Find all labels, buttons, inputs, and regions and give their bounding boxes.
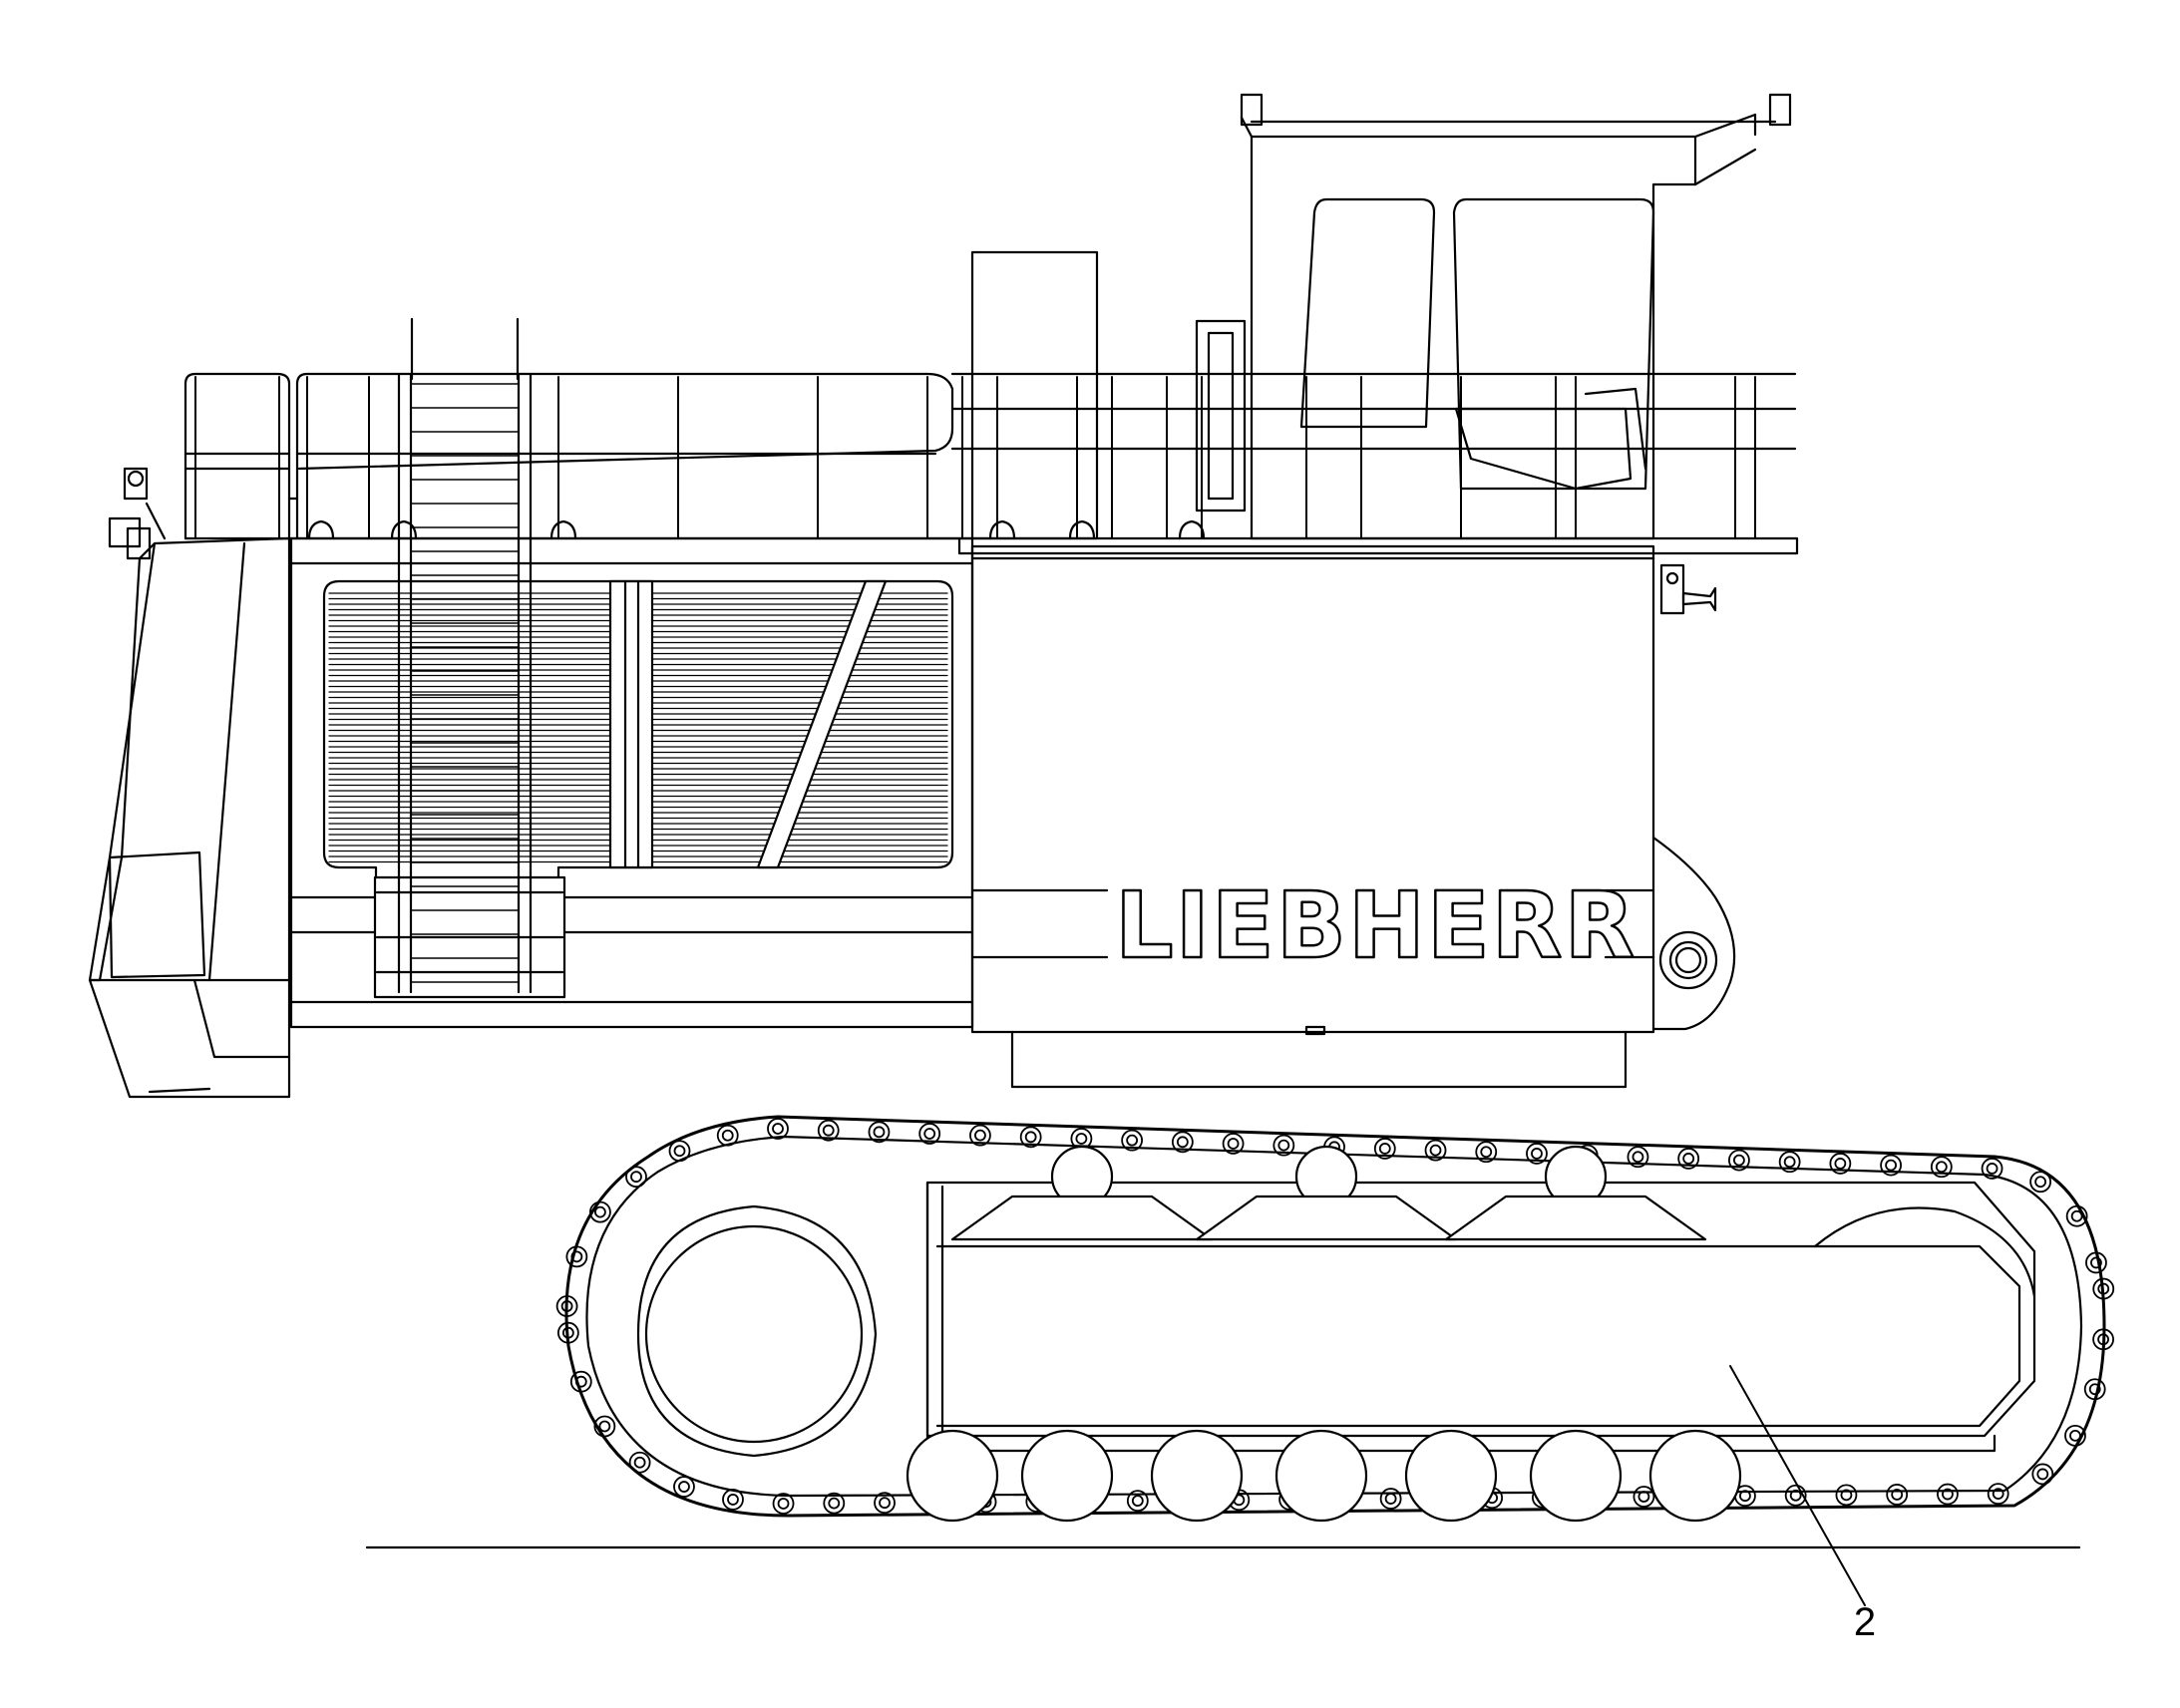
lifting-lug [1068,519,1096,540]
track-link-pin [1126,1490,1149,1513]
track-roller [1020,1429,1114,1523]
lifting-lug [390,519,418,540]
exhaust-box [970,250,1099,540]
track-link-pin [625,1166,647,1189]
track-link-pin [874,1492,896,1515]
idler-wheel [644,1224,864,1444]
track-link-pin [565,1245,588,1268]
track-link-pin [1272,1134,1295,1157]
track-link-pin [1379,1488,1402,1510]
track-link-pin [823,1492,846,1515]
horn-icon [1659,563,1717,615]
track-link-pin [1171,1131,1194,1154]
track-roller [1150,1429,1244,1523]
counterweight [88,467,291,1099]
track-roller [1648,1429,1742,1523]
track-link-pin [1526,1143,1548,1165]
track-link-pin [1778,1151,1801,1174]
track-link-pin [716,1124,739,1147]
upper-carriage [289,317,974,1029]
track-link-pin [772,1493,795,1515]
track-link-pin [1633,1486,1655,1508]
track-link-pin [868,1121,891,1144]
track-link-pin [2092,1328,2114,1351]
lifting-lug [1178,519,1206,540]
lifting-lug [988,519,1016,540]
track-link-pin [1373,1138,1396,1160]
brand-logo: LIEBHERR [1115,872,1636,979]
access-ladder [373,317,566,999]
track-link-pin [673,1476,695,1498]
track-link-pin [2092,1277,2115,1300]
track-link-pin [556,1321,579,1344]
track-roller [1529,1429,1623,1523]
track-link-pin [1784,1484,1807,1507]
lifting-lug [307,519,335,540]
crawler-undercarriage [555,1115,2115,1523]
track-link-pin [1475,1141,1498,1164]
track-link-pin [2031,1463,2054,1486]
crawler-track-frame [925,1181,2036,1453]
lifting-lug [549,519,577,540]
track-link-pin [767,1118,789,1140]
track-link-pin [1222,1133,1245,1155]
track-link-pin [1728,1149,1750,1172]
track-link-pin [2029,1171,2052,1194]
track-roller [1404,1429,1498,1523]
track-link-pin [1121,1129,1144,1152]
track-link-pin [2083,1378,2106,1401]
track-link-pin [918,1123,941,1145]
track-link-pin [628,1451,651,1474]
walkway-platform [183,372,1799,555]
track-link-pin [1880,1154,1902,1177]
track-link-pin [569,1370,592,1393]
track-link-pin [1981,1158,2003,1180]
track-link-pin [2064,1424,2086,1447]
callout-label: 2 [1854,1600,1876,1644]
track-link-pin [1987,1483,2009,1506]
track-link-pin [1937,1483,1959,1506]
track-link-pin [2085,1251,2107,1274]
track-link-pin [593,1415,616,1438]
track-link-pin [969,1124,991,1147]
track-roller [906,1429,999,1523]
side-housing: LIEBHERR [970,544,1736,1089]
track-link-pin [1677,1148,1700,1170]
track-link-pin [668,1140,691,1163]
track-link-pin [589,1200,611,1223]
callout-leader [1729,1365,1866,1606]
track-link-pin [1886,1484,1909,1506]
track-link-pin [1424,1139,1447,1162]
track-link-pin [722,1489,744,1511]
track-link-pin [2065,1204,2088,1227]
grille-slats [328,592,948,863]
rear-lamp-icon [108,467,167,560]
operator-cab [1195,93,1792,540]
track-link-pin [1930,1156,1953,1179]
track-roller [1274,1429,1368,1523]
track-link-pin [817,1119,840,1142]
track-link-pin [1835,1484,1858,1507]
track-link-pin [555,1295,578,1317]
track-link-pin [1829,1153,1852,1175]
track-link-pin [1019,1126,1042,1149]
track-link-pin [1627,1146,1649,1169]
